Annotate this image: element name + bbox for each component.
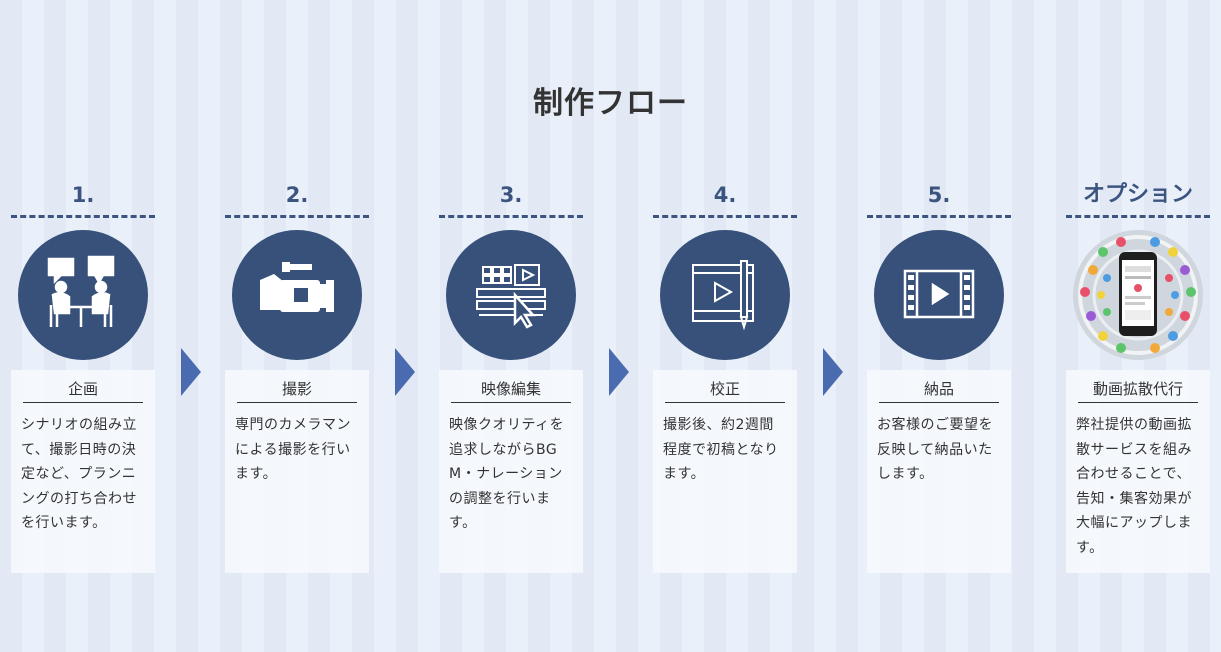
video-camera-icon xyxy=(260,262,334,312)
step-number: 1. xyxy=(71,183,95,207)
step-label: 動画拡散代行 xyxy=(1078,376,1198,403)
flow-step-delivery: 5. 納品 お客様のご要望を反映して納品いたします。 xyxy=(867,180,1011,573)
step-card: 校正 撮影後、約2週間程度で初稿となります。 xyxy=(653,370,797,573)
step-description: 映像クオリティを追求しながらBGM・ナレーションの調整を行います。 xyxy=(449,417,565,531)
step-card: 撮影 専門のカメラマンによる撮影を行います。 xyxy=(225,370,369,573)
chevron-right-icon xyxy=(823,348,843,396)
step-number: 2. xyxy=(285,183,309,207)
step-description: 撮影後、約2週間程度で初稿となります。 xyxy=(663,417,779,482)
meeting-icon xyxy=(47,255,115,327)
dashed-divider xyxy=(653,215,797,218)
dashed-divider xyxy=(1066,215,1210,218)
dashed-divider xyxy=(867,215,1011,218)
step-description: 専門のカメラマンによる撮影を行います。 xyxy=(235,417,351,482)
step-label: 映像編集 xyxy=(451,376,571,403)
flow-step-proofreading: 4. 校正 撮影後、約2週間程度で初稿となります。 xyxy=(653,180,797,573)
step-number: オプション xyxy=(1082,182,1193,207)
film-play-icon xyxy=(903,269,975,319)
flow-step-option: オプション xyxy=(1066,180,1210,573)
dashed-divider xyxy=(225,215,369,218)
step-label: 校正 xyxy=(665,376,785,403)
step-label: 企画 xyxy=(23,376,143,403)
step-number: 5. xyxy=(927,183,951,207)
step-description: 弊社提供の動画拡散サービスを組み合わせることで、告知・集客効果が大幅にアップしま… xyxy=(1076,417,1192,556)
chevron-right-icon xyxy=(609,348,629,396)
dashed-divider xyxy=(439,215,583,218)
step-icon-circle xyxy=(1073,230,1203,360)
video-editing-icon xyxy=(476,264,546,329)
flow-step-editing: 3. 映像編集 映像クオリティを追求しながらBGM・ナレーションの調整を行います… xyxy=(439,180,583,573)
chevron-right-icon xyxy=(395,348,415,396)
step-label: 納品 xyxy=(879,376,999,403)
step-number: 3. xyxy=(499,183,523,207)
step-icon-circle xyxy=(874,230,1004,360)
proofreading-icon xyxy=(692,260,754,331)
step-description: シナリオの組み立て、撮影日時の決定など、プランニングの打ち合わせを行います。 xyxy=(21,417,137,531)
step-card: 企画 シナリオの組み立て、撮影日時の決定など、プランニングの打ち合わせを行います… xyxy=(11,370,155,573)
step-card: 動画拡散代行 弊社提供の動画拡散サービスを組み合わせることで、告知・集客効果が大… xyxy=(1066,370,1210,573)
social-spread-image xyxy=(1073,230,1203,360)
flow-step-planning: 1. 企画 シナリオの組み立て、撮影日時の決定など、プランニングの打ち合わせを行… xyxy=(11,180,155,573)
dashed-divider xyxy=(11,215,155,218)
step-icon-circle xyxy=(446,230,576,360)
flow-step-shooting: 2. 撮影 専門のカメラマンによる撮影を行います。 xyxy=(225,180,369,573)
step-description: お客様のご要望を反映して納品いたします。 xyxy=(877,417,993,482)
step-number: 4. xyxy=(713,183,737,207)
step-card: 映像編集 映像クオリティを追求しながらBGM・ナレーションの調整を行います。 xyxy=(439,370,583,573)
page-title: 制作フロー xyxy=(533,86,688,121)
step-icon-circle xyxy=(232,230,362,360)
step-label: 撮影 xyxy=(237,376,357,403)
step-icon-circle xyxy=(660,230,790,360)
step-card: 納品 お客様のご要望を反映して納品いたします。 xyxy=(867,370,1011,573)
chevron-right-icon xyxy=(181,348,201,396)
step-icon-circle xyxy=(18,230,148,360)
